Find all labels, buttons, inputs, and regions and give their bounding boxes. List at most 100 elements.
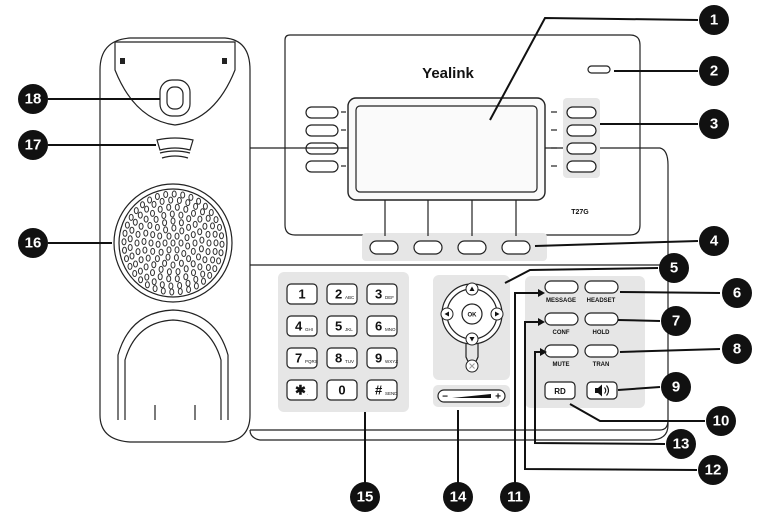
grille-hole — [183, 273, 189, 281]
redial-button[interactable]: RD — [544, 381, 576, 400]
line-key-right-2[interactable] — [551, 124, 597, 137]
grille-hole — [173, 254, 179, 262]
arrow-up-icon — [469, 286, 475, 291]
nav-down-button[interactable] — [465, 332, 479, 346]
handset-hook-tab — [156, 137, 194, 159]
callout-10: 10 — [706, 406, 736, 436]
callout-7-label: 7 — [672, 313, 680, 330]
grille-hole — [122, 246, 127, 254]
grille-hole — [185, 199, 191, 207]
grille-hole — [132, 218, 138, 226]
grille-hole — [168, 282, 174, 290]
line-key-left-2[interactable] — [305, 124, 346, 137]
right-line-keys — [551, 98, 600, 178]
speaker-icon — [595, 384, 610, 397]
line-key-left-4[interactable] — [305, 160, 346, 173]
callout-3: 3 — [699, 109, 729, 139]
transfer-label: TRAN — [593, 362, 610, 368]
keypad-key-letters: PQRS — [305, 359, 318, 364]
soft-key-3[interactable] — [457, 240, 487, 255]
keypad-key-letters: DEF — [385, 295, 394, 300]
line-key-right-1[interactable] — [551, 106, 597, 119]
grille-hole — [135, 230, 141, 238]
keypad-key-letters: . — [307, 391, 308, 396]
grille-hole — [207, 271, 213, 279]
grille-hole — [143, 215, 149, 223]
keypad-key-letters: MNO — [385, 327, 396, 332]
grille-hole — [190, 231, 196, 239]
grille-hole — [133, 260, 138, 268]
mute-button[interactable] — [544, 344, 579, 358]
grille-hole — [205, 230, 211, 238]
model-label: T27G — [571, 209, 589, 216]
grille-hole — [138, 276, 144, 284]
line-key-left-1[interactable] — [305, 106, 346, 119]
grille-hole — [183, 205, 189, 213]
grille-hole — [138, 256, 144, 264]
soft-key-1[interactable] — [369, 240, 399, 255]
transfer-button[interactable] — [584, 344, 619, 358]
grille-hole — [129, 226, 135, 234]
handset — [99, 37, 251, 443]
function-keys: MESSAGE HEADSET CONF HOLD MUTE TRAN RD — [525, 276, 645, 408]
keypad-key-digit: 0 — [338, 383, 345, 398]
keypad-key-digit: ✱ — [295, 383, 306, 398]
ok-button[interactable]: OK — [461, 303, 483, 325]
grille-hole — [162, 239, 168, 247]
handset-mouthpiece — [117, 309, 229, 420]
grille-hole — [144, 273, 150, 281]
grille-hole — [151, 261, 157, 269]
grille-hole — [168, 196, 174, 204]
message-label: MESSAGE — [546, 298, 576, 304]
grille-hole — [166, 232, 172, 240]
soft-key-2[interactable] — [413, 240, 443, 255]
grille-hole — [185, 279, 191, 287]
grille-hole — [197, 228, 203, 236]
callout-4: 4 — [699, 226, 729, 256]
message-button[interactable] — [544, 280, 579, 294]
volume-bar[interactable]: − + — [433, 385, 510, 407]
headset-button[interactable] — [584, 280, 619, 294]
line-key-left-3[interactable] — [305, 142, 346, 155]
keypad-key-letters: JKL — [345, 327, 353, 332]
keypad-key-12[interactable]: #SEND — [366, 379, 398, 401]
grille-hole — [170, 217, 176, 225]
grille-hole — [140, 201, 145, 209]
line-key-right-3[interactable] — [551, 142, 597, 155]
grille-hole — [150, 209, 155, 217]
line-key-right-4[interactable] — [551, 160, 597, 173]
keypad-key-letters: GHI — [305, 327, 313, 332]
grille-hole — [154, 255, 160, 263]
callout-9-label: 9 — [672, 379, 680, 396]
nav-right-button[interactable] — [490, 307, 504, 321]
grille-hole — [193, 275, 199, 283]
nav-up-button[interactable] — [465, 282, 479, 296]
soft-key-4[interactable] — [501, 240, 531, 255]
keypad-key-1[interactable]: 1 — [286, 283, 318, 305]
hold-button[interactable] — [584, 312, 619, 326]
keypad-key-digit: 1 — [298, 287, 305, 302]
grille-hole — [166, 246, 172, 254]
keypad-key-10[interactable]: ✱. — [286, 379, 318, 401]
nav-left-button[interactable] — [440, 307, 454, 321]
arrow-down-icon — [469, 337, 475, 342]
speakerphone-button[interactable] — [586, 381, 618, 400]
grille-hole — [190, 260, 196, 268]
grille-hole — [147, 222, 153, 229]
grille-hole — [201, 277, 206, 285]
cancel-button[interactable] — [465, 359, 479, 373]
grille-hole — [159, 281, 165, 289]
grille-hole — [124, 255, 129, 263]
keypad-key-11[interactable]: 0 — [326, 379, 358, 401]
grille-hole — [217, 223, 222, 231]
conference-button[interactable] — [544, 312, 579, 326]
